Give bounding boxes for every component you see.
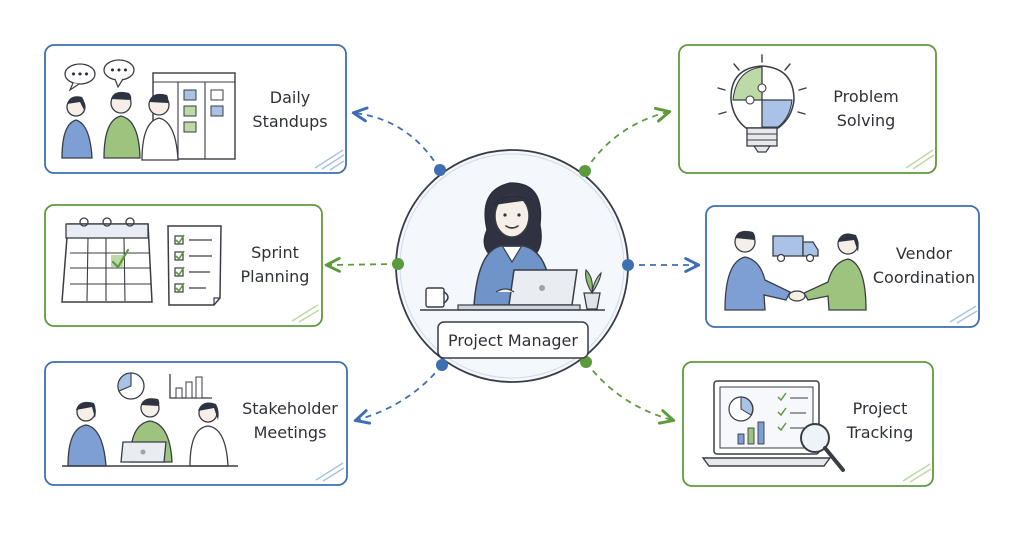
node-project-tracking: Project Tracking — [682, 361, 934, 487]
center-label-box — [437, 321, 589, 359]
node-problem-solving: Problem Solving — [678, 44, 937, 174]
meeting-illustration — [62, 372, 238, 467]
magnifier-icon — [800, 423, 845, 472]
node-stakeholder-meetings: Stakeholder Meetings — [44, 361, 348, 486]
project-manager-illustration — [420, 182, 605, 311]
connectors — [328, 112, 697, 420]
laptop-dashboard-icon — [701, 380, 832, 467]
lightbulb-puzzle-icon — [717, 54, 807, 153]
connector-stakeholder-meetings — [357, 364, 443, 420]
daily-standups-label-line2: Standups — [252, 112, 327, 131]
dot-left — [392, 258, 404, 270]
problem-solving-label-line1: Problem — [833, 87, 898, 106]
dot-bottom-right — [580, 356, 592, 368]
stakeholder-meetings-label-line2: Meetings — [254, 423, 327, 442]
connector-daily-standups — [355, 113, 441, 171]
project-tracking-label-line1: Project — [853, 399, 908, 418]
center-label: Project Manager — [448, 331, 578, 350]
project-tracking-label-line2: Tracking — [846, 423, 914, 442]
sprint-planning-label-line1: Sprint — [251, 243, 299, 262]
connector-sprint-planning — [328, 264, 399, 265]
connector-problem-solving — [584, 112, 668, 172]
center-node: Project Manager — [392, 149, 634, 383]
vendor-coordination-label-line2: Coordination — [873, 268, 975, 287]
dot-top-right — [579, 165, 591, 177]
dot-top-left — [434, 164, 446, 176]
node-sprint-planning: Sprint Planning — [44, 204, 323, 327]
daily-standups-label-line1: Daily — [270, 88, 310, 107]
svg-text:•••: ••• — [70, 68, 89, 81]
handshake-illustration — [724, 230, 867, 311]
node-vendor-coordination: Vendor Coordination — [705, 205, 980, 328]
connector-project-tracking — [585, 361, 672, 420]
calendar-icon — [61, 217, 153, 303]
problem-solving-label-line2: Solving — [837, 111, 896, 130]
checklist-icon — [167, 225, 222, 306]
standup-team-illustration: ••• ••• — [61, 59, 236, 161]
sprint-planning-label-line2: Planning — [241, 267, 310, 286]
svg-text:•••: ••• — [109, 64, 128, 77]
dot-right — [622, 259, 634, 271]
dot-bottom-left — [436, 359, 448, 371]
stakeholder-meetings-label-line1: Stakeholder — [242, 399, 338, 418]
vendor-coordination-label-line1: Vendor — [896, 244, 953, 263]
node-daily-standups: ••• ••• Daily — [44, 44, 347, 174]
